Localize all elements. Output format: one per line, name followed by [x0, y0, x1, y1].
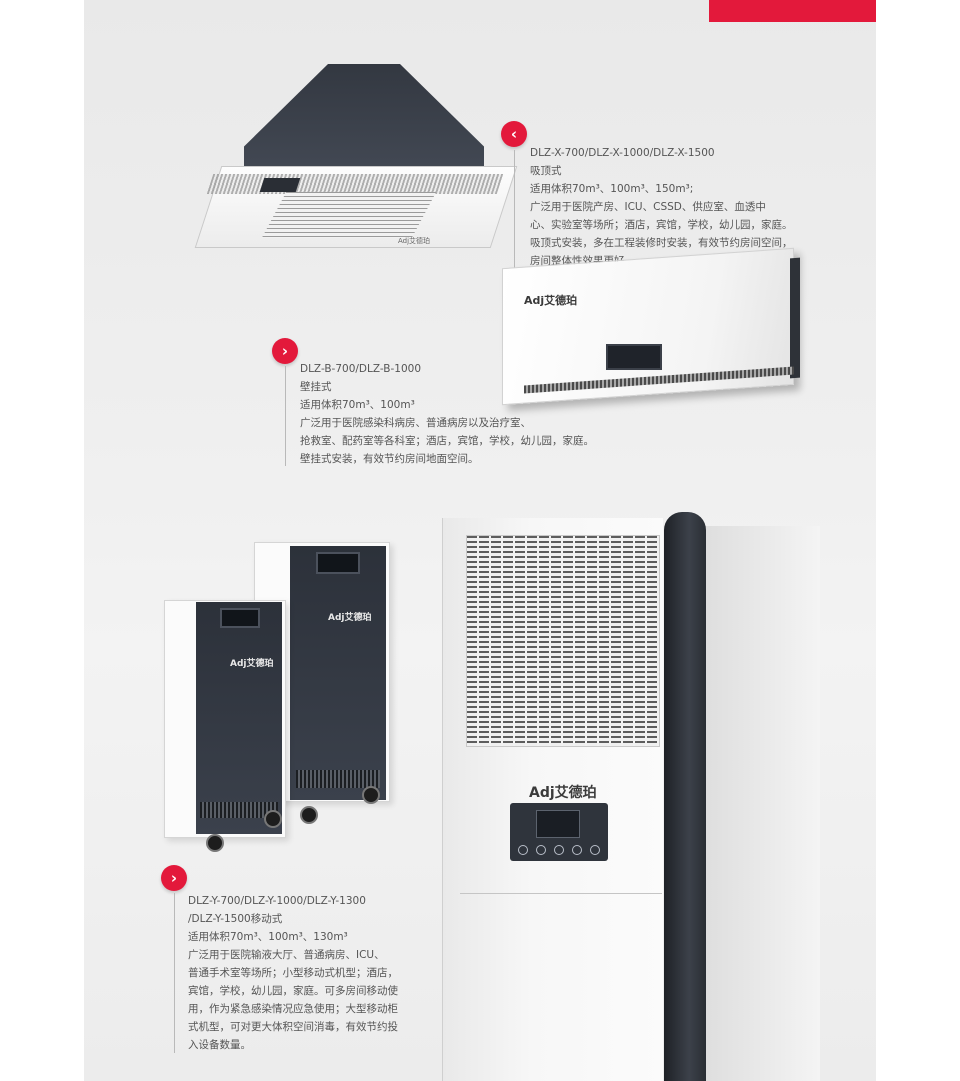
product-line: 广泛用于医院输液大厅、普通病房、ICU、 — [188, 949, 385, 961]
product-line: 式机型，可对更大体积空间消毒，有效节约投 — [188, 1021, 398, 1033]
product-model: DLZ-B-700/DLZ-B-1000 — [300, 363, 422, 375]
product-line: 宾馆，学校，幼儿园，家庭。可多房间移动使 — [188, 985, 398, 997]
ceiling-unit-housing — [244, 64, 484, 174]
mobile-unit-small-front — [196, 602, 282, 834]
ceiling-unit-display — [259, 178, 301, 192]
chevron-right-icon: › — [161, 865, 187, 891]
wheel-icon — [264, 810, 282, 828]
product-line: 适用体积70m³、100m³ — [300, 399, 415, 411]
product-line: 广泛用于医院感染科病房、普通病房以及治疗室、 — [300, 417, 531, 429]
product-line: 普通手术室等场所；小型移动式机型；酒店， — [188, 967, 398, 979]
cabinet-panel-seam — [460, 893, 662, 894]
product-mobile-description: DLZ-Y-700/DLZ-Y-1000/DLZ-Y-1300 /DLZ-Y-1… — [188, 892, 398, 1054]
product-model: DLZ-Y-700/DLZ-Y-1000/DLZ-Y-1300 — [188, 895, 366, 907]
ceiling-unit-grille — [261, 192, 437, 238]
product-line: 适用体积70m³、100m³、130m³ — [188, 931, 348, 943]
cabinet-corner-trim — [664, 512, 706, 1081]
cabinet-grille — [466, 535, 660, 747]
chevron-right-icon: › — [272, 338, 298, 364]
product-model: DLZ-X-700/DLZ-X-1000/DLZ-X-1500 — [530, 147, 715, 159]
mobile-unit-small-vent — [200, 802, 278, 818]
product-line: 吸顶式安装，多在工程装修时安装，有效节约房间空间， — [530, 237, 793, 249]
ceiling-unit-vent — [206, 174, 504, 194]
product-line: 广泛用于医院产房、ICU、CSSD、供应室、血透中 — [530, 201, 766, 213]
brochure-page: Adj艾德珀 ‹ DLZ-X-700/DLZ-X-1000/DLZ-X-1500… — [84, 0, 876, 1081]
section-divider-line — [174, 893, 175, 1053]
cabinet-button-icon — [590, 845, 600, 855]
section-divider-line — [285, 366, 286, 466]
ceiling-unit-logo: Adj艾德珀 — [398, 237, 431, 245]
mobile-unit-large-front — [290, 546, 386, 800]
cabinet-side-panel — [704, 526, 820, 1081]
product-line: 适用体积70m³、100m³、150m³; — [530, 183, 694, 195]
product-line: 抢救室、配药室等各科室；酒店，宾馆，学校，幼儿园，家庭。 — [300, 435, 594, 447]
product-line: 入设备数量。 — [188, 1039, 251, 1051]
wheel-icon — [300, 806, 318, 824]
wheel-icon — [206, 834, 224, 852]
product-line: /DLZ-Y-1500移动式 — [188, 913, 283, 925]
product-line: 壁挂式 — [300, 381, 332, 393]
cabinet-button-icon — [572, 845, 582, 855]
product-line: 用，作为紧急感染情况应急使用；大型移动柜 — [188, 1003, 398, 1015]
mobile-unit-large-display — [316, 552, 360, 574]
cabinet-button-icon — [518, 845, 528, 855]
cabinet-button-icon — [536, 845, 546, 855]
product-line: 心、实验室等场所；酒店，宾馆，学校，幼儿园，家庭。 — [530, 219, 793, 231]
wheel-icon — [362, 786, 380, 804]
product-wall-description: DLZ-B-700/DLZ-B-1000 壁挂式 适用体积70m³、100m³ … — [300, 360, 594, 468]
cabinet-display — [536, 810, 580, 838]
mobile-unit-large-vent — [296, 770, 380, 788]
product-line: 吸顶式 — [530, 165, 562, 177]
top-accent-bar — [709, 0, 876, 22]
mobile-unit-small-logo: Adj艾德珀 — [230, 659, 274, 669]
wall-unit-edge — [790, 257, 800, 379]
wall-unit-display — [606, 344, 662, 370]
cabinet-button-icon — [554, 845, 564, 855]
chevron-left-icon: ‹ — [501, 121, 527, 147]
wall-unit-logo: Adj艾德珀 — [524, 294, 578, 307]
section-divider-line — [514, 150, 515, 268]
mobile-unit-large-logo: Adj艾德珀 — [328, 613, 372, 623]
product-ceiling-description: DLZ-X-700/DLZ-X-1000/DLZ-X-1500 吸顶式 适用体积… — [530, 144, 793, 270]
cabinet-logo: Adj艾德珀 — [529, 785, 597, 801]
product-line: 壁挂式安装，有效节约房间地面空间。 — [300, 453, 479, 465]
mobile-unit-small-display — [220, 608, 260, 628]
